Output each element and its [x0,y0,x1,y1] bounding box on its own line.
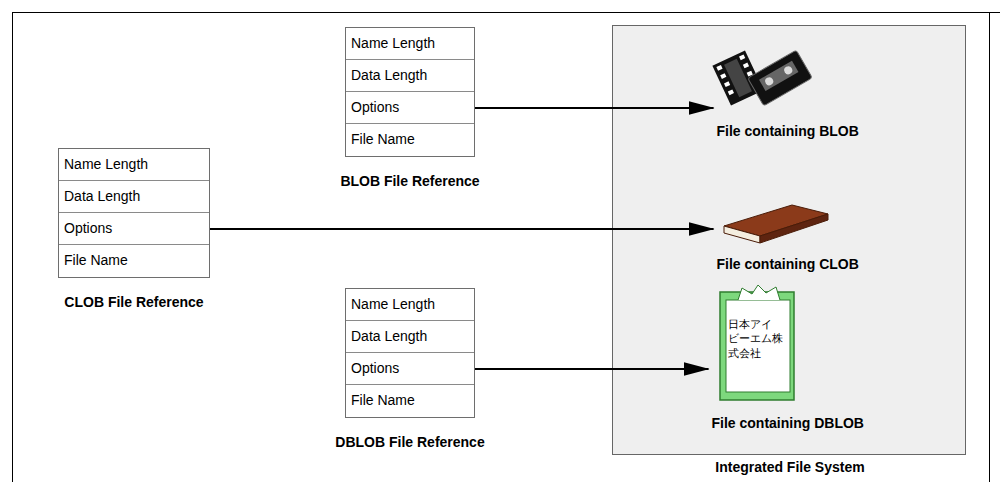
field-cell: Data Length [59,181,209,213]
table-caption: BLOB File Reference [340,173,479,189]
file-reference-table: Name LengthData LengthOptionsFile NameDB… [345,288,475,450]
field-cell: Name Length [346,289,474,321]
page-frame [12,12,1000,482]
dblob-file-icon [720,285,794,400]
book-cover-text: 日本アイ ビーエム株 式会社 [728,318,788,361]
field-cell: Name Length [59,149,209,181]
table-outline: Name LengthData LengthOptionsFile Name [345,27,475,157]
file-reference-table: Name LengthData LengthOptionsFile NameBL… [345,27,475,189]
field-cell: File Name [59,245,209,277]
table-caption: CLOB File Reference [64,294,203,310]
table-caption: DBLOB File Reference [335,434,484,450]
field-cell: Name Length [346,28,474,60]
field-cell: File Name [346,385,474,417]
file-caption: File containing BLOB [714,123,862,141]
field-cell: Options [59,213,209,245]
table-outline: Name LengthData LengthOptionsFile Name [345,288,475,418]
file-caption: File containing DBLOB [709,415,867,433]
field-cell: Options [346,353,474,385]
field-cell: Data Length [346,321,474,353]
field-cell: Options [346,92,474,124]
reference-arrow [475,107,714,109]
field-cell: File Name [346,124,474,156]
region-caption: Integrated File System [715,459,864,475]
reference-arrow [210,228,714,230]
field-cell: Data Length [346,60,474,92]
table-outline: Name LengthData LengthOptionsFile Name [58,148,210,278]
file-reference-table: Name LengthData LengthOptionsFile NameCL… [58,148,210,310]
reference-arrow [475,368,709,370]
file-caption: File containing CLOB [714,256,862,274]
